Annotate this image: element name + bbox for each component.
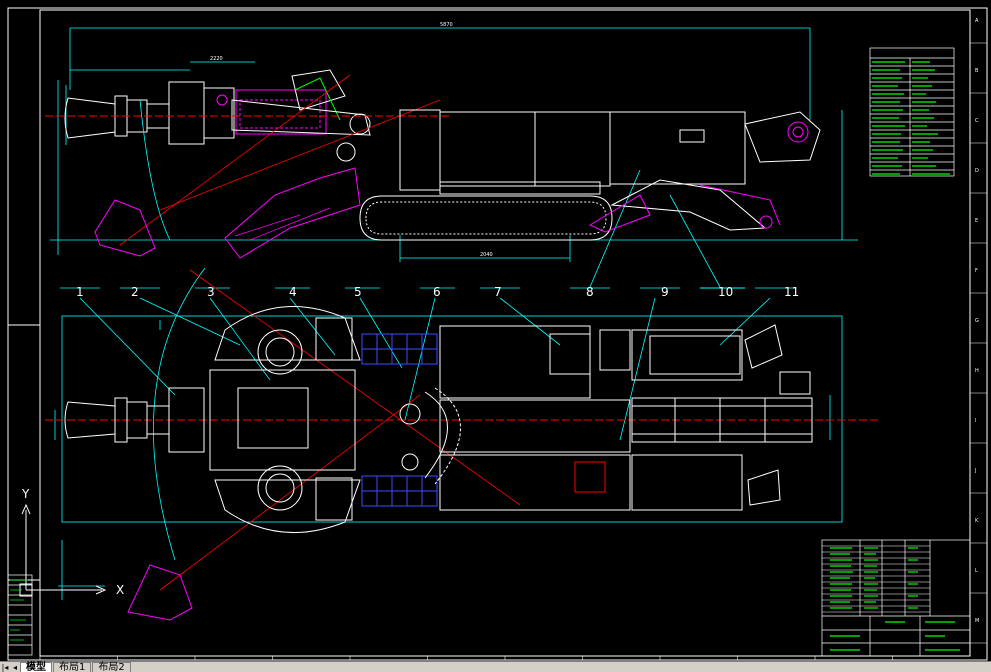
right-ruler-label: G	[975, 318, 979, 324]
callout-1: 1	[76, 285, 84, 299]
spec-table	[869, 47, 955, 177]
right-ruler-label: J	[974, 468, 976, 474]
sheet-frame	[7, 7, 988, 661]
left-small-table	[7, 574, 33, 656]
title-block	[821, 539, 971, 657]
callout-2: 2	[131, 285, 139, 299]
right-ruler-label: M	[975, 618, 979, 624]
right-ruler-label: A	[975, 18, 979, 24]
callout-labels: 1 2 3 4 5 6 7 8 9 10 11	[76, 285, 799, 299]
callout-6: 6	[433, 285, 441, 299]
callout-4: 4	[289, 285, 297, 299]
tab-model[interactable]: 模型	[20, 662, 52, 672]
right-ruler-label: C	[975, 118, 979, 124]
ucs-x-label: X	[116, 583, 124, 597]
callout-11: 11	[784, 285, 799, 299]
callout-9: 9	[661, 285, 669, 299]
callout-7: 7	[494, 285, 502, 299]
right-ruler-label: B	[975, 68, 979, 74]
plan-view	[45, 267, 880, 621]
right-ruler-label: L	[975, 568, 978, 574]
side-view: 5870 2220 2040	[45, 22, 858, 289]
ucs-icon	[19, 503, 107, 597]
right-ruler-label: K	[975, 518, 979, 524]
right-ruler-label: F	[975, 268, 978, 274]
right-ruler-label: D	[975, 168, 979, 174]
layout-tab-bar: |◂ ◂ 模型 布局1 布局2	[0, 661, 991, 672]
tab-nav-first-button[interactable]: |◂	[1, 663, 9, 672]
right-ruler-label: H	[975, 368, 979, 374]
svg-text:2220: 2220	[210, 56, 223, 62]
callout-3: 3	[207, 285, 215, 299]
callout-8: 8	[586, 285, 594, 299]
right-ruler: A B C D E F G H I J K L M	[970, 18, 987, 644]
tab-layout-2[interactable]: 布局2	[92, 662, 131, 672]
svg-text:2040: 2040	[480, 252, 493, 258]
callout-10: 10	[718, 285, 733, 299]
right-ruler-label: E	[975, 218, 978, 224]
callout-5: 5	[354, 285, 362, 299]
right-ruler-label: I	[975, 418, 976, 424]
ucs-y-label: Y	[21, 487, 30, 501]
svg-text:5870: 5870	[440, 22, 453, 28]
tab-nav-prev-button[interactable]: ◂	[12, 663, 17, 672]
tab-layout-1[interactable]: 布局1	[53, 662, 92, 672]
